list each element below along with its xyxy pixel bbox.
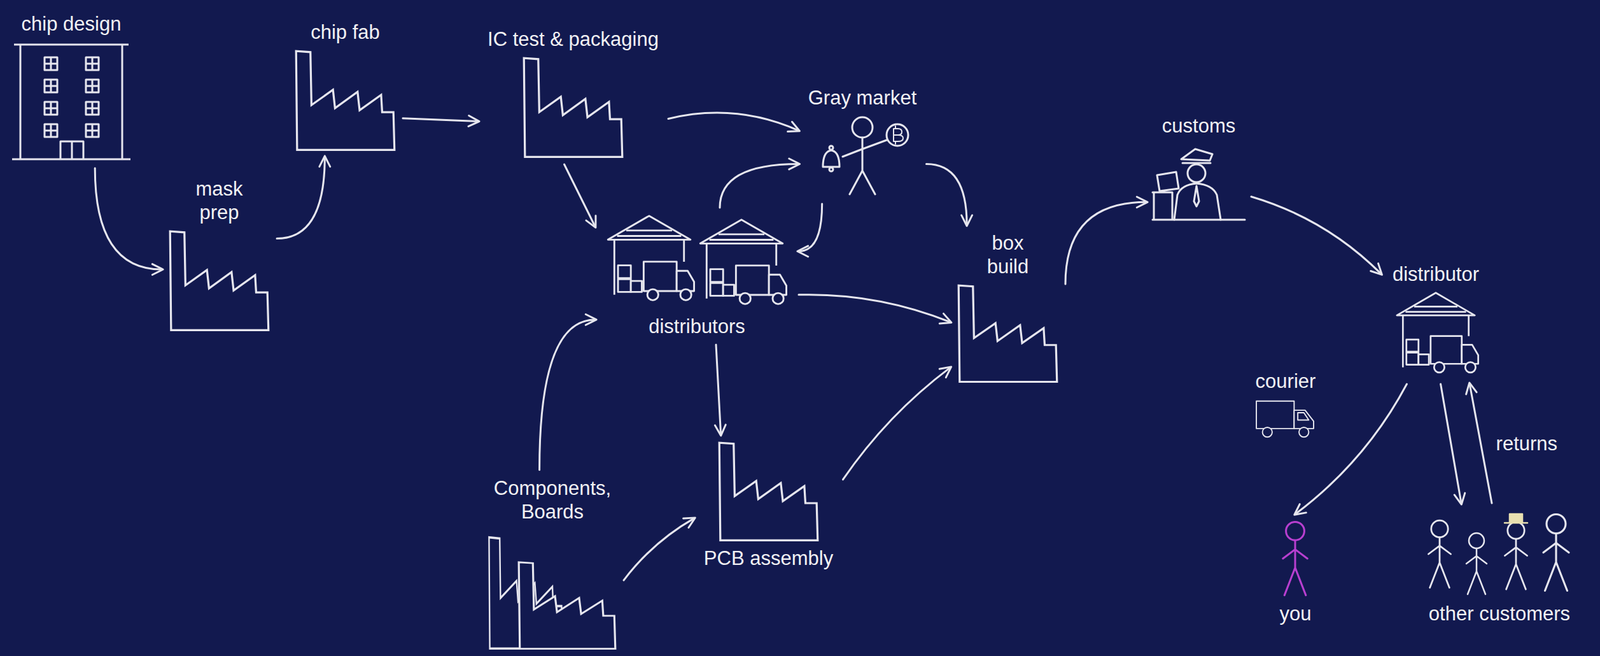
office-building: chip design (12, 12, 131, 162)
flow-arrow (798, 294, 951, 323)
flow-arrow (402, 118, 478, 122)
warehouse-icon (700, 219, 786, 304)
person: you (1274, 519, 1317, 625)
factory: mask prep (168, 176, 271, 331)
node-label: customs (1162, 113, 1236, 138)
customer-group: other customers (1423, 509, 1576, 625)
factories (169, 50, 1058, 648)
node-label: distributors (648, 314, 746, 338)
trader-figure: Gray market (805, 85, 921, 198)
customer (1504, 521, 1527, 590)
head (852, 117, 873, 138)
officer-desk (1152, 171, 1245, 220)
node-label: chip fab (310, 20, 380, 44)
flow-arrow (1440, 383, 1462, 503)
flow-arrow (668, 112, 799, 131)
factory: PCB assembly (700, 440, 837, 570)
warehouses (607, 215, 1478, 373)
node-label: box build (987, 231, 1029, 279)
flow-arrow (564, 164, 596, 227)
officer-cap (1181, 148, 1213, 163)
flow-arrow (1065, 201, 1147, 284)
building-windows (44, 57, 99, 137)
factory-icon (523, 57, 623, 157)
coin (886, 124, 909, 146)
flow-arrow (1469, 383, 1492, 503)
body (842, 137, 887, 195)
truck-icon (1256, 400, 1314, 437)
flow-arrow (798, 203, 823, 252)
factory-pair: Components, Boards (487, 476, 618, 650)
flow-arrow (719, 163, 799, 208)
node-label: courier (1255, 369, 1317, 393)
flow-arrow (843, 367, 951, 480)
customer (1428, 519, 1451, 588)
person-you (1283, 521, 1308, 595)
office-building (12, 44, 131, 160)
courier-truck (1256, 400, 1314, 437)
customs-officer: customs (1152, 113, 1245, 225)
officer-body (1174, 183, 1221, 220)
customer (1466, 532, 1487, 594)
warehouse-icon (1396, 292, 1479, 373)
trader-figure (822, 117, 909, 195)
node-label: distributor (1392, 262, 1480, 286)
node-label: other customers (1428, 601, 1571, 625)
customer (1543, 514, 1569, 591)
bell (822, 150, 840, 167)
flow-arrow (1251, 196, 1382, 274)
warehouse-icon (607, 215, 694, 300)
node-label: Gray market (808, 85, 918, 110)
factory: chip fab (294, 20, 397, 151)
factory: box build (956, 231, 1060, 383)
people (1283, 513, 1569, 596)
edge-label: returns (1492, 431, 1562, 456)
flow-arrow (94, 168, 162, 270)
factory: IC test & packaging (484, 27, 662, 158)
warehouse: distributor (1387, 262, 1485, 378)
bell-clapper (829, 167, 834, 172)
node-label: you (1279, 601, 1312, 625)
node-label: Components, Boards (493, 476, 611, 524)
factory-icon (719, 442, 818, 540)
building-outline (12, 44, 131, 160)
courier-truck: courier (1252, 369, 1320, 440)
flow-arrow (926, 163, 968, 225)
customs-officer (1152, 148, 1245, 220)
warehouse-pair: distributors (601, 213, 793, 338)
node-label: IC test & packaging (487, 27, 659, 51)
factory-icon (169, 231, 269, 330)
flow-arrow (1295, 383, 1408, 514)
coin-symbol (893, 126, 904, 144)
factory-icon (518, 561, 616, 649)
flow-arrow (715, 344, 722, 435)
flow-arrow (623, 518, 695, 580)
bell-knob (829, 145, 834, 150)
customer-hat (1504, 513, 1528, 523)
factory-icon (295, 50, 395, 150)
node-label: PCB assembly (703, 546, 834, 570)
node-label: mask prep (195, 176, 243, 225)
flow-arrow (276, 157, 325, 239)
factory-icon (958, 285, 1058, 382)
officer-head (1187, 164, 1206, 183)
building-door (60, 141, 84, 160)
node-label: chip design (21, 12, 122, 36)
flow-arrow (539, 319, 596, 470)
